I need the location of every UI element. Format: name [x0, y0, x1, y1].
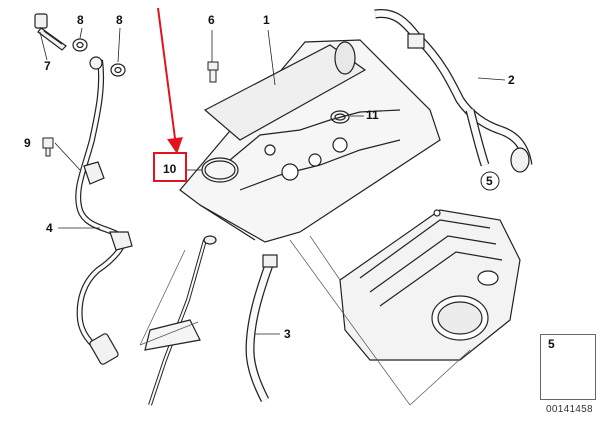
- callout-7: 7: [44, 59, 51, 73]
- catalog-number: 00141458: [546, 404, 593, 415]
- callout-1: 1: [263, 13, 270, 27]
- dipstick-guide: [144, 235, 217, 406]
- reference-lines: [139, 235, 471, 406]
- highlight-box-part-10: [153, 152, 187, 182]
- vent-pipe-left: [75, 56, 133, 365]
- callout-3: 3: [284, 327, 291, 341]
- callout-6: 6: [208, 13, 215, 27]
- callout-4: 4: [46, 221, 53, 235]
- bolt-part-7: [34, 13, 67, 51]
- callout-5: 5: [486, 174, 493, 188]
- callout-8a: 8: [77, 13, 84, 27]
- cylinder-head-cover: [179, 39, 441, 243]
- callout-8b: 8: [116, 13, 123, 27]
- washer-part-8b: [110, 63, 126, 77]
- gasket-part-11: [330, 110, 350, 124]
- washer-part-8a: [72, 38, 88, 52]
- vent-hose-lower: [245, 254, 278, 403]
- bolt-part-6: [207, 61, 219, 83]
- callout-10: 10: [163, 162, 177, 176]
- legend-box: [540, 334, 596, 400]
- callout-9: 9: [24, 136, 31, 150]
- breather-hose-right: [374, 9, 533, 173]
- callout-2: 2: [508, 73, 515, 87]
- intake-manifold-cover: [339, 209, 521, 361]
- red-indicator-arrow: [157, 7, 183, 154]
- callout-11: 11: [366, 108, 379, 122]
- leader-lines: [39, 27, 506, 335]
- screw-part-9: [42, 137, 54, 157]
- callout-circle-5: [480, 171, 500, 191]
- legend-callout-5: 5: [548, 337, 555, 351]
